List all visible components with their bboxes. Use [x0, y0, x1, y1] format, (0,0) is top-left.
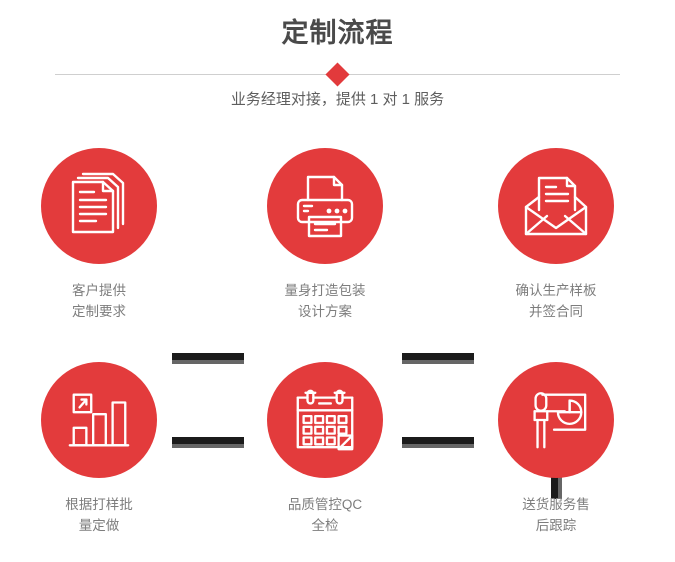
flow-step-3-circle[interactable]	[498, 148, 614, 264]
documents-icon	[71, 172, 125, 234]
calendar-icon	[296, 389, 354, 451]
flow-step-4-circle[interactable]	[41, 362, 157, 478]
presenter-chart-icon	[533, 392, 587, 449]
connector-bar-dark	[402, 353, 474, 360]
connector-bar-grey	[402, 444, 474, 448]
page-subtitle: 业务经理对接，提供 1 对 1 服务	[230, 91, 445, 108]
page-header: 定制流程 业务经理对接，提供 1 对 1 服务	[0, 0, 675, 130]
flow-row-bottom: 根据打样批 量定做	[0, 362, 675, 562]
flow-step-4-label: 根据打样批 量定做	[65, 497, 133, 533]
connector-step1-step2	[172, 353, 244, 364]
page-title: 定制流程	[281, 18, 394, 48]
flow-step-5-circle[interactable]	[267, 362, 383, 478]
connector-step5-step6	[402, 437, 474, 448]
connector-bar-grey	[172, 444, 244, 448]
diamond-marker-icon	[324, 62, 350, 87]
flow-step-5-label: 品质管控QC 全检	[287, 497, 363, 533]
connector-step3-step6	[551, 465, 562, 499]
connector-bar-grey	[172, 360, 244, 364]
connector-step4-step5	[172, 437, 244, 448]
flow-step-6-circle[interactable]	[498, 362, 614, 478]
bar-chart-growth-icon	[68, 393, 130, 447]
flow-step-3-label: 确认生产样板 并签合同	[515, 283, 597, 319]
connector-bar-grey	[558, 465, 562, 499]
connector-step2-step3	[402, 353, 474, 364]
connector-bar-dark	[172, 437, 244, 444]
connector-bar-dark	[402, 437, 474, 444]
flow-step-3[interactable]: 确认生产样板 并签合同	[471, 148, 641, 348]
flow-step-4[interactable]: 根据打样批 量定做	[14, 362, 184, 562]
flow-step-2-label: 量身打造包装 设计方案	[284, 283, 366, 319]
flow-step-6-label: 送货服务售 后跟踪	[522, 497, 590, 533]
flow-step-6[interactable]: 送货服务售 后跟踪	[471, 362, 641, 562]
envelope-mail-icon	[524, 176, 588, 236]
flow-step-5[interactable]: 品质管控QC 全检	[240, 362, 410, 562]
flow-row-top: 客户提供 定制要求	[0, 148, 675, 364]
flow-step-1-label: 客户提供 定制要求	[72, 283, 126, 319]
title-divider	[55, 62, 620, 87]
flow-step-2[interactable]: 量身打造包装 设计方案	[240, 148, 410, 348]
printer-icon	[296, 175, 354, 238]
connector-bar-dark	[551, 465, 558, 499]
flow-step-1-circle[interactable]	[41, 148, 157, 264]
flow-step-1[interactable]: 客户提供 定制要求	[14, 148, 184, 348]
connector-bar-grey	[402, 360, 474, 364]
connector-bar-dark	[172, 353, 244, 360]
process-flow: 客户提供 定制要求	[0, 130, 675, 550]
flow-step-2-circle[interactable]	[267, 148, 383, 264]
